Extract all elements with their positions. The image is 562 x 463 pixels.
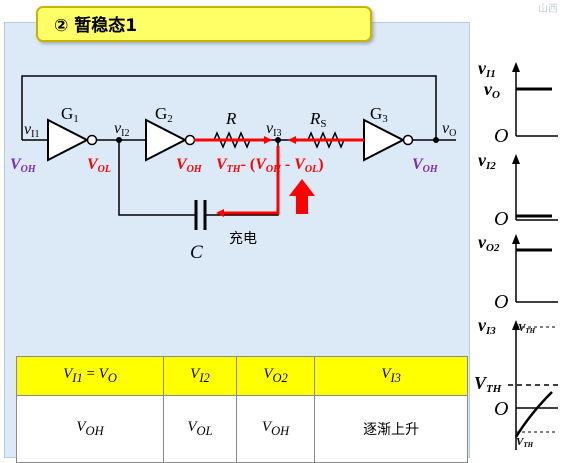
g2-output-state-voh: VOH	[176, 156, 203, 175]
gate3-label: G3	[370, 104, 388, 125]
wf1-vi1-label: vI1	[478, 58, 496, 80]
gate2-label: G2	[155, 104, 173, 125]
gate1-label: G1	[61, 104, 79, 125]
vo-state-voh: VOH	[412, 156, 439, 175]
resistor-r-label: R	[225, 109, 237, 128]
gate3-bubble	[402, 134, 414, 146]
header-vi2: VI2	[163, 356, 237, 396]
corner-watermark: 山西	[538, 4, 558, 15]
value-vi2: VOL	[163, 395, 237, 463]
resistor-rs-label: RS	[309, 109, 327, 130]
wf4-vth-label: VTH	[474, 373, 502, 395]
wf3-vo2-label: vO2	[478, 232, 500, 254]
wf4-vth-top-label: VTH	[518, 322, 536, 335]
header-vo2: VO2	[235, 356, 316, 396]
state-table: VI1 = VO VI2 VO2 VI3 VOH VOL VOH 逐渐上升	[16, 356, 468, 463]
wf3-zero: O	[494, 291, 508, 313]
gate2-bubble	[184, 134, 196, 146]
header-vi1-vo: VI1 = VO	[16, 356, 164, 396]
cap-wire-left	[118, 140, 196, 216]
rising-arrow	[289, 179, 315, 214]
gate3-symbol	[363, 118, 406, 162]
gate1-symbol	[47, 118, 90, 162]
wf2-vi2-label: vI2	[478, 150, 496, 172]
wf3-axis-arrow	[512, 234, 520, 244]
header-vi3: VI3	[314, 356, 468, 396]
capacitor-label: C	[190, 242, 203, 263]
value-vo2: VOH	[235, 395, 316, 463]
slide-title: ② 暂稳态1	[36, 6, 372, 42]
wf4-zero: O	[494, 398, 508, 420]
wf4-vi3-label: vI3	[478, 315, 496, 337]
charge-path-to-cap	[216, 146, 280, 217]
state-table-header: VI1 = VO VI2 VO2 VI3	[16, 356, 468, 396]
wf2-axis-arrow	[512, 154, 520, 164]
cap-wire-right	[205, 140, 279, 216]
vo-label: vO	[442, 120, 456, 139]
vi2-label: vI2	[114, 120, 129, 139]
vi1-state-voh: VOH	[10, 156, 37, 175]
waveform-panel: vI1 vO O vI2 O vO2 O vI3	[474, 58, 558, 450]
feedback-wire	[21, 75, 437, 140]
gate2-symbol	[145, 118, 188, 162]
wf1-axis-arrow	[512, 62, 520, 72]
value-vi1-vo: VOH	[16, 395, 164, 463]
vi3-state-expression: VTH- (VOH - VOL)	[216, 156, 324, 175]
gate1-bubble	[86, 134, 98, 146]
vi3-label: vI3	[266, 120, 281, 139]
wf1-zero: O	[494, 125, 508, 147]
value-vi3: 逐渐上升	[314, 395, 468, 463]
vi1-label: vI1	[24, 121, 39, 140]
node-vo	[433, 137, 439, 143]
wf2-zero: O	[494, 208, 508, 230]
wf4-vth-bottom-label: VTH	[516, 436, 534, 449]
charge-label: 充电	[229, 231, 257, 247]
wf4-trace-rising	[514, 391, 553, 438]
vi2-state-vol: VOL	[87, 156, 111, 175]
state-table-row: VOH VOL VOH 逐渐上升	[16, 395, 468, 463]
wf1-vo-label: vO	[484, 79, 500, 101]
